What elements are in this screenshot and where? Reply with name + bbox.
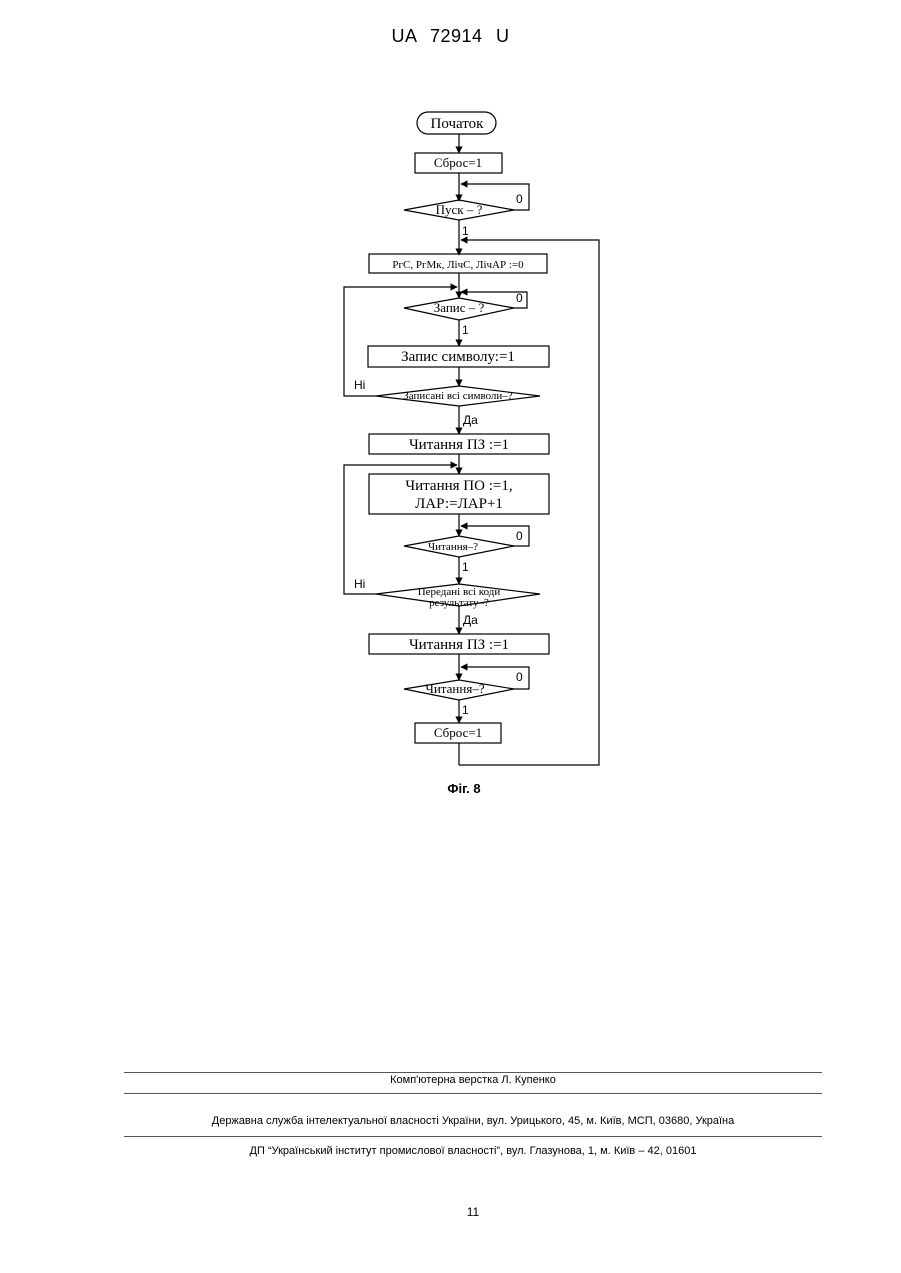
write-symbol-label: Запис символу:=1 (401, 349, 515, 365)
footer-institute: ДП “Український інститут промислової вла… (0, 1145, 901, 1157)
branch-zero-reading-2: 0 (516, 670, 523, 684)
read-po-label-1: Читання ПО :=1, (405, 478, 512, 494)
reading-check-label-1: Читання–? (428, 541, 478, 553)
branch-one-start: 1 (462, 224, 469, 238)
read-pz-label-1: Читання ПЗ :=1 (409, 437, 509, 453)
branch-yes-codes: Да (463, 613, 478, 627)
page-number: 11 (0, 1205, 901, 1219)
all-codes-label-2: результату–? (429, 597, 489, 609)
footer-rule-1 (124, 1072, 822, 1073)
footer-typesetting: Комп'ютерна верстка Л. Купенко (0, 1074, 901, 1086)
branch-no-codes: Ні (354, 577, 365, 591)
reset-label-2: Сброс=1 (434, 725, 482, 740)
reset-label-1: Сброс=1 (434, 155, 482, 170)
start-check-label: Пуск – ? (436, 202, 483, 217)
branch-zero-write: 0 (516, 291, 523, 305)
branch-one-reading-2: 1 (462, 703, 469, 717)
read-pz-label-2: Читання ПЗ :=1 (409, 637, 509, 653)
flowchart: Початок Сброс=1 Пуск – ? РгС, РгМк, ЛічС… (0, 0, 901, 800)
all-written-label: Записані всі символи–? (403, 390, 513, 402)
figure-caption: Фіг. 8 (0, 781, 901, 796)
footer-rule-3 (124, 1136, 822, 1137)
branch-one-write: 1 (462, 323, 469, 337)
branch-yes-written: Да (463, 413, 478, 427)
footer-rule-2 (124, 1093, 822, 1094)
start-label: Початок (431, 116, 485, 132)
branch-zero-reading-1: 0 (516, 529, 523, 543)
reading-check-label-2: Читання–? (425, 681, 484, 696)
write-check-label: Запис – ? (434, 300, 485, 315)
footer-agency: Державна служба інтелектуальної власност… (0, 1115, 901, 1127)
branch-one-reading-1: 1 (462, 560, 469, 574)
read-po-label-2: ЛАР:=ЛАР+1 (415, 496, 503, 512)
branch-zero-start: 0 (516, 192, 523, 206)
init-registers-label: РгС, РгМк, ЛічС, ЛічАР :=0 (392, 259, 524, 271)
branch-no-written: Ні (354, 378, 365, 392)
